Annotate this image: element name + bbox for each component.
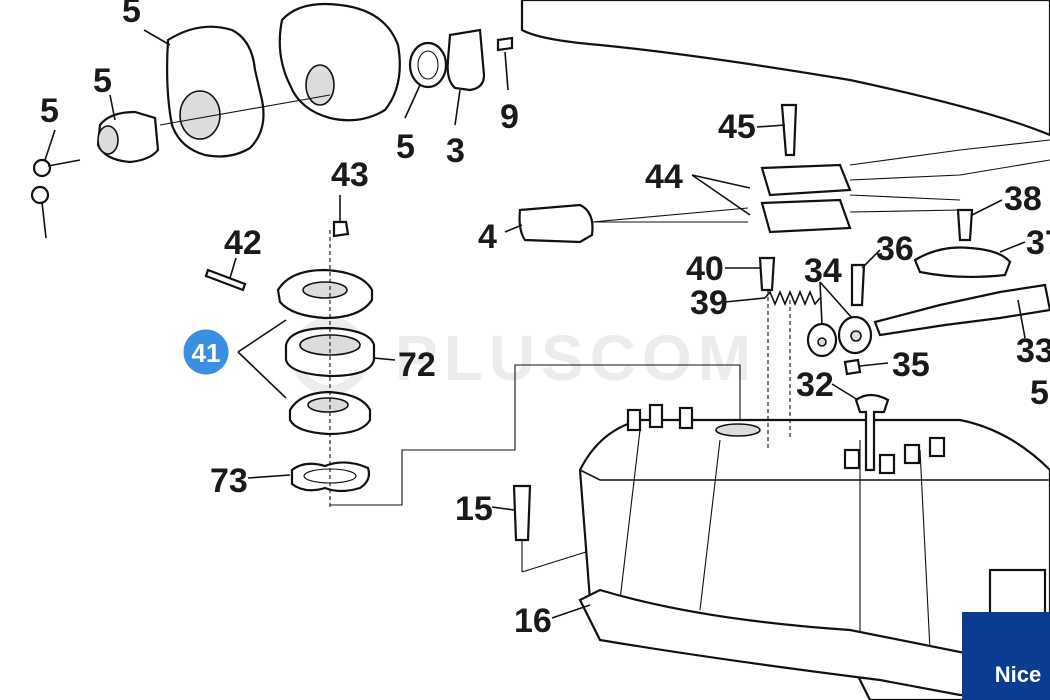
callout-3: 3 — [446, 132, 465, 170]
housing-fittings — [626, 403, 1047, 622]
handle-cover — [166, 25, 265, 158]
pin-36 — [850, 263, 866, 307]
housing-ribs — [619, 429, 931, 651]
callout-36: 36 — [876, 230, 914, 268]
callout-37: 37 — [1026, 224, 1050, 262]
part-badge-41: 41 — [180, 326, 232, 378]
pivot-32 — [854, 393, 890, 472]
connector-4 — [518, 203, 594, 244]
handle-cover-hole — [179, 90, 221, 140]
keys — [30, 158, 81, 239]
callout-15: 15 — [455, 490, 493, 528]
watermark: PLUSCOM — [291, 317, 757, 395]
brand-logo: Nice — [962, 612, 1050, 700]
callout-39: 39 — [690, 284, 728, 322]
callout-42: 42 — [224, 224, 262, 262]
spring-39 — [764, 289, 821, 307]
callout-4: 4 — [478, 218, 497, 256]
callout-43: 43 — [331, 156, 369, 194]
callout-33: 33 — [1016, 332, 1050, 370]
key-35 — [843, 358, 862, 376]
callout-labels: 5 5 5 5 3 9 4 43 42 72 73 15 16 45 44 38… — [40, 0, 1050, 640]
nut-43 — [332, 220, 350, 238]
lever-plate — [446, 28, 486, 92]
limit-switch-lower — [760, 198, 852, 234]
callout-73: 73 — [210, 462, 248, 500]
screw-9 — [496, 36, 514, 52]
callout-45: 45 — [718, 108, 756, 146]
callout-40: 40 — [686, 250, 724, 288]
callout-32: 32 — [796, 366, 834, 404]
screw-38 — [956, 208, 974, 242]
callout-9: 9 — [500, 98, 519, 136]
callout-34: 34 — [804, 252, 842, 290]
screw-45 — [780, 103, 798, 157]
leader-lines — [44, 29, 1026, 619]
limit-switch-upper — [760, 163, 852, 197]
ring-seal — [408, 41, 448, 89]
brand-text: Nice — [995, 662, 1041, 687]
callout-35: 35 — [892, 346, 930, 384]
watermark-text: PLUSCOM — [395, 322, 757, 394]
housing-edge — [579, 469, 1050, 481]
callout-5-ring: 5 — [396, 128, 415, 166]
screw-42 — [204, 268, 247, 292]
callout-5-housing: 5 — [1030, 374, 1049, 412]
motor-cover-top — [520, 0, 1050, 137]
callout-72: 72 — [398, 346, 436, 384]
bracket-37 — [913, 246, 1012, 279]
callout-44: 44 — [645, 158, 683, 196]
callout-5-lock: 5 — [93, 62, 112, 100]
housing — [278, 2, 401, 122]
screw-15 — [512, 484, 532, 542]
callout-5-keys: 5 — [40, 92, 59, 130]
callout-16: 16 — [514, 602, 552, 640]
shaft-33 — [873, 283, 1050, 337]
callout-5-handle: 5 — [122, 0, 141, 30]
screw-40 — [758, 256, 776, 292]
callout-38: 38 — [1004, 180, 1042, 218]
badge-label: 41 — [192, 338, 221, 368]
